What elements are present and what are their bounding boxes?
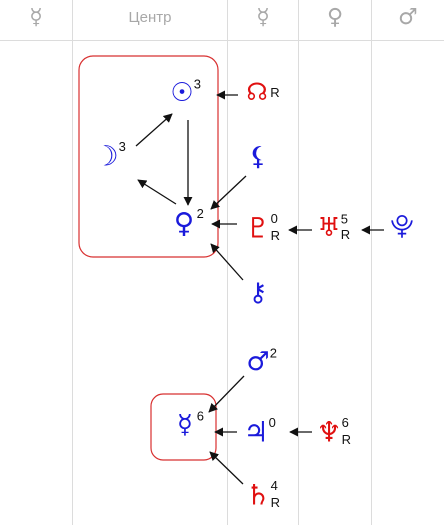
jupiter-degree-label: 0 <box>269 415 276 430</box>
column-divider <box>371 0 372 525</box>
proserpina-node: ⯓ <box>390 212 413 240</box>
uranus-retrograde-label: R <box>341 227 350 242</box>
node-glyph-icon: ☊ <box>246 78 267 106</box>
mercury-frame <box>150 393 217 461</box>
aspect-arrow-mars-mercury <box>208 375 245 413</box>
pluto-retrograde-label: R <box>271 228 280 243</box>
jupiter-node: ♃0 <box>243 415 275 449</box>
mars-degree-label: 2 <box>270 345 277 360</box>
header-mercury-symbol-2: ☿ <box>256 5 270 30</box>
venus-degree-label: 2 <box>197 206 204 221</box>
mercury-degree-label: 6 <box>197 408 204 423</box>
chiron-glyph-icon: ⚷ <box>248 278 267 308</box>
lilith-glyph-icon: ⚸ <box>248 142 267 172</box>
saturn-retrograde-label: R <box>271 495 280 510</box>
lilith-node: ⚸ <box>248 142 267 172</box>
moon-glyph-icon: ☽ <box>93 140 118 173</box>
center-group-frame <box>78 55 219 258</box>
header-center-label: Центр <box>128 9 172 26</box>
aspect-arrow-lilith-venus <box>210 175 247 210</box>
pluto-degree-label: 0 <box>271 211 278 226</box>
header-venus-symbol: ♀ <box>326 5 344 30</box>
mars-glyph-icon: ♂ <box>246 347 269 377</box>
aspect-edges <box>135 90 384 485</box>
mars-node: ♂2 <box>246 345 277 377</box>
column-divider <box>298 0 299 525</box>
neptune-retrograde-label: R <box>342 432 351 447</box>
pluto-node: ♇0R <box>245 211 280 245</box>
moon-degree-label: 3 <box>119 139 126 154</box>
venus-node: ♀2 <box>174 206 204 240</box>
uranus-glyph-icon: ♅ <box>317 213 340 243</box>
pluto-glyph-icon: ♇ <box>245 212 270 245</box>
column-divider <box>72 0 73 525</box>
planet-nodes: ☉3☽3♀2☊R⚸♇0R♅5R⯓⚷♂2☿6♃0♆6R♄4R <box>93 76 413 511</box>
node-node: ☊R <box>246 78 279 106</box>
aspect-arrow-venus-moon <box>137 179 177 205</box>
mercury-node: ☿6 <box>177 408 204 440</box>
venus-glyph-icon: ♀ <box>174 207 195 240</box>
saturn-node: ♄4R <box>245 478 280 512</box>
neptune-node: ♆6R <box>316 415 351 449</box>
header-mercury-symbol: ☿ <box>29 5 43 30</box>
neptune-degree-label: 6 <box>342 415 349 430</box>
neptune-glyph-icon: ♆ <box>316 416 341 449</box>
sun-glyph-icon: ☉ <box>170 78 193 108</box>
saturn-degree-label: 4 <box>271 478 278 493</box>
aspect-arrow-moon-sun <box>135 113 173 147</box>
sun-degree-label: 3 <box>194 76 201 91</box>
saturn-glyph-icon: ♄ <box>245 479 270 512</box>
uranus-degree-label: 5 <box>341 211 348 226</box>
aspect-arrow-saturn-mercury <box>209 451 244 485</box>
moon-node: ☽3 <box>93 139 125 173</box>
uranus-node: ♅5R <box>317 211 350 243</box>
mercury-glyph-icon: ☿ <box>177 410 193 440</box>
jupiter-glyph-icon: ♃ <box>243 416 268 449</box>
aspect-arrow-chiron-venus <box>210 243 244 281</box>
node-retrograde-label: R <box>270 85 279 100</box>
header-mars-symbol: ♂ <box>398 5 418 30</box>
proserpina-glyph-icon: ⯓ <box>390 212 413 240</box>
table-header: ☿ Центр ☿ ♀ ♂ <box>0 0 444 41</box>
chiron-node: ⚷ <box>248 278 267 308</box>
sun-node: ☉3 <box>170 76 201 108</box>
